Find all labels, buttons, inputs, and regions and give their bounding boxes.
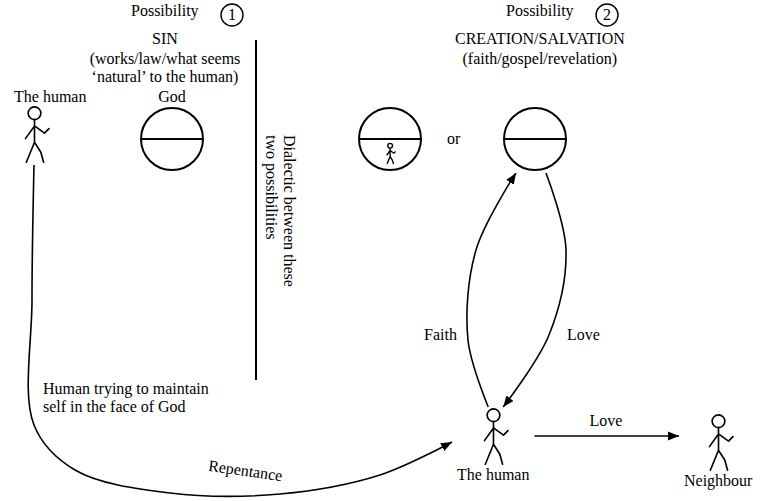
divider-line xyxy=(255,40,257,380)
stick-figure xyxy=(18,106,51,164)
node-label: The human xyxy=(457,466,529,484)
figure-head xyxy=(28,107,41,120)
edge-label: Repentance xyxy=(207,457,283,485)
possibility-heading: Possibility xyxy=(131,2,199,20)
edge-label: Love xyxy=(590,412,623,430)
circle-outline xyxy=(504,108,566,170)
god-circle xyxy=(359,108,421,170)
possibility-note: (faith/gospel/revelation) xyxy=(463,50,618,68)
edge-label: Faith xyxy=(424,326,457,344)
connector-arrow xyxy=(28,165,452,496)
god-circle-outline xyxy=(502,106,568,172)
possibility-heading: Possibility xyxy=(506,2,574,20)
figure-caption: Human trying to maintain self in the fac… xyxy=(43,380,225,416)
conjunction-label: or xyxy=(447,130,460,148)
circle-divider xyxy=(359,138,421,140)
possibility-title: SIN xyxy=(152,30,178,48)
figure-body xyxy=(25,120,49,163)
human-figure: The human xyxy=(455,408,531,484)
node-label: Neighbour xyxy=(684,472,752,490)
human-in-god-circle xyxy=(359,108,421,170)
neighbour-figure: Neighbour xyxy=(682,414,754,490)
number-circle xyxy=(596,4,618,26)
connectors xyxy=(28,165,679,496)
possibility-note: (works/law/what seems ‘natural’ to the h… xyxy=(70,50,260,86)
callout-number: 2 xyxy=(603,6,611,24)
figure-body xyxy=(484,422,508,465)
number-circle xyxy=(221,4,243,26)
god-circle xyxy=(500,106,570,172)
stick-figure xyxy=(702,414,735,472)
god-circle-outline xyxy=(139,106,205,172)
god-circle: God xyxy=(137,88,207,172)
node-label: The human xyxy=(14,88,86,106)
connector-arrow xyxy=(534,435,679,437)
circle-outline xyxy=(141,108,203,170)
figure-body xyxy=(709,428,733,471)
figure-head xyxy=(487,409,500,422)
stick-figure xyxy=(387,143,396,164)
human-figure: The human xyxy=(12,88,88,164)
stick-figure xyxy=(477,408,510,466)
figure-head xyxy=(712,415,725,428)
connector-arrow xyxy=(503,173,566,407)
connector-arrow xyxy=(467,173,516,407)
edge-label: Love xyxy=(567,326,600,344)
circle-divider xyxy=(504,138,566,140)
callout-number: 1 xyxy=(228,6,236,24)
divider-caption: Dialectic between these two possibilitie… xyxy=(262,135,298,305)
circle-divider xyxy=(141,138,203,140)
possibility-title: CREATION/SALVATION xyxy=(455,30,625,48)
node-label: God xyxy=(158,88,186,106)
